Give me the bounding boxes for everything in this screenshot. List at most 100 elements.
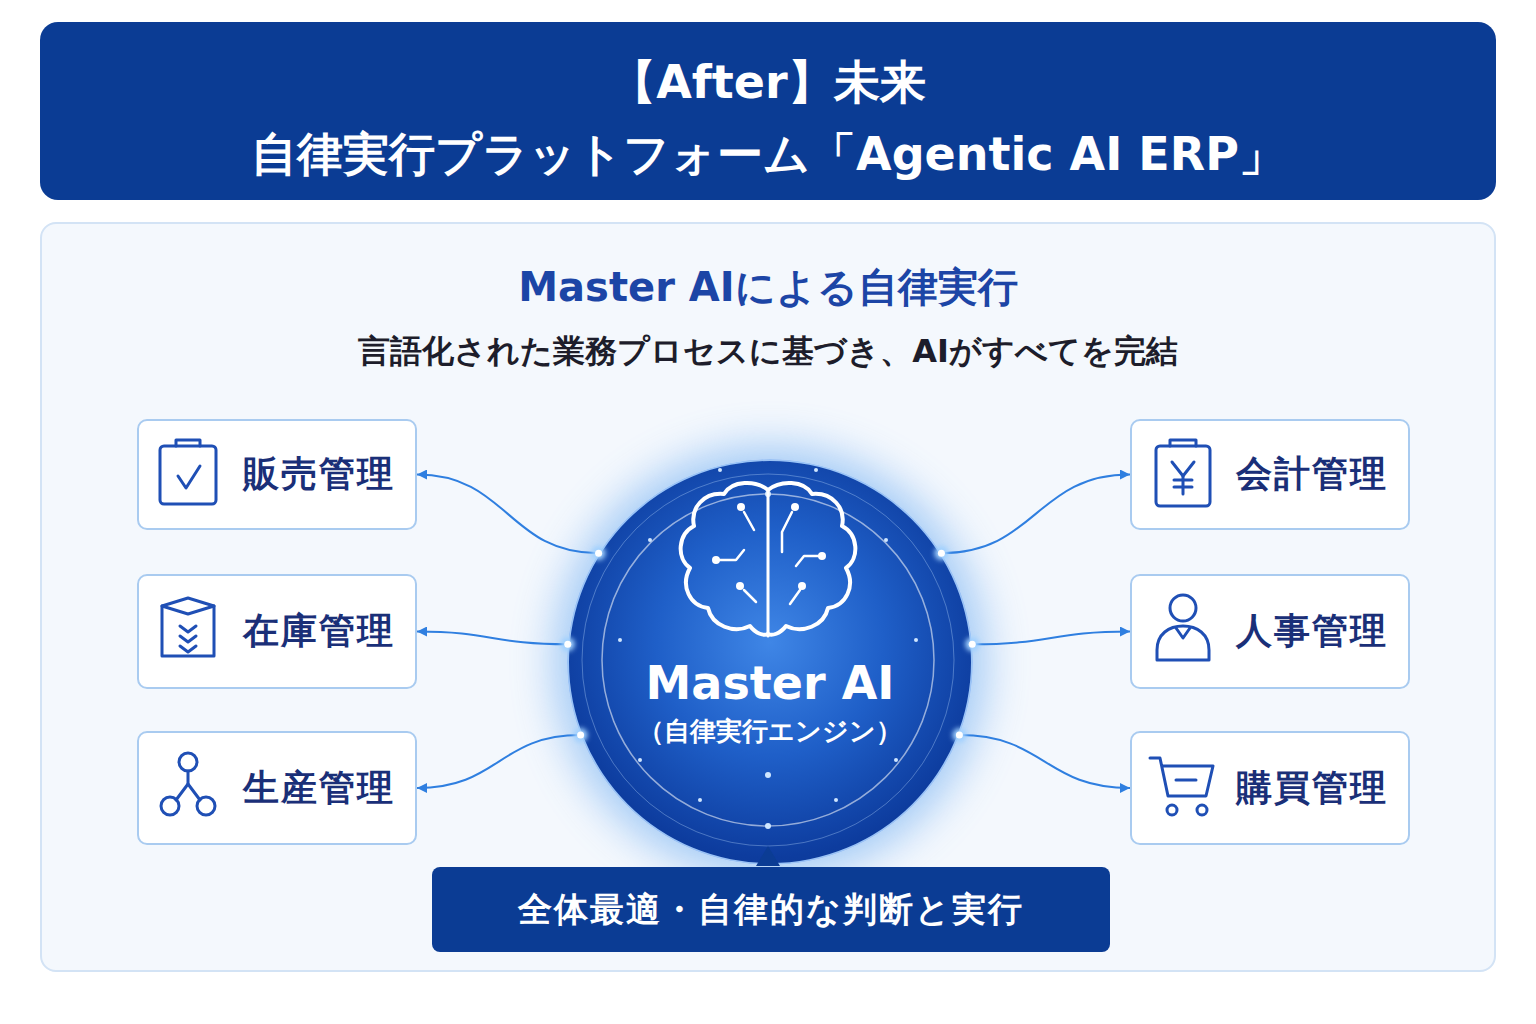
- inventory-icon-part: [162, 606, 214, 614]
- node-label: （自律実行エンジン）: [569, 713, 971, 749]
- sparkle-dots-part: [914, 638, 918, 642]
- production-icon-part: [187, 771, 190, 784]
- hr-icon-part: [1157, 626, 1209, 660]
- panel-heading: Master AIによる自律実行: [42, 260, 1494, 314]
- accounting-icon-part: [1174, 479, 1192, 482]
- sparkle-dots-part: [648, 538, 652, 542]
- sparkle-dots-part: [765, 491, 771, 497]
- production-icon-part: [176, 784, 200, 800]
- hr-icon-part: [1170, 595, 1196, 621]
- production-icon-part: [179, 753, 197, 771]
- node-label: 生産管理: [243, 764, 395, 813]
- node-label: 購買管理: [1236, 764, 1388, 813]
- module-box: 購買管理: [1130, 731, 1410, 845]
- module-box: 人事管理: [1130, 574, 1410, 689]
- accounting-icon-part: [1182, 476, 1185, 494]
- connector-arrow: [417, 735, 581, 788]
- title-box: 【After】未来 自律実行プラットフォーム「Agentic AI ERP」: [218, 46, 1318, 190]
- inventory-icon: [162, 598, 214, 656]
- connector-glow: [952, 728, 966, 742]
- brain-icon-part: [818, 552, 826, 560]
- connector-arrow: [417, 475, 599, 554]
- title-banner: 【After】未来 自律実行プラットフォーム「Agentic AI ERP」: [40, 22, 1496, 200]
- sparkle-dots-part: [765, 823, 771, 829]
- brain-icon: [681, 483, 856, 636]
- sparkle-dots-part: [618, 638, 622, 642]
- module-icons: [160, 440, 1213, 815]
- production-icon-part: [197, 797, 215, 815]
- purchase-icon-part: [1197, 805, 1207, 815]
- connector-dot: [956, 732, 963, 739]
- panel-subheading: 言語化された業務プロセスに基づき、AIがすべてを完結: [42, 328, 1494, 374]
- connector-glow: [965, 637, 979, 651]
- engine-circle: Master AI（自律実行エンジン）: [567, 459, 973, 865]
- connector-glow: [561, 637, 575, 651]
- core-ring-part: [602, 494, 934, 826]
- purchase-icon-part: [1150, 758, 1213, 796]
- core-ring-part: [582, 474, 954, 846]
- title-spacer: [940, 46, 1318, 118]
- accounting-icon-part: [1172, 462, 1194, 476]
- brain-icon-part: [796, 556, 820, 566]
- connector-dot: [969, 641, 976, 648]
- accounting-icon-part: [1174, 486, 1192, 489]
- callout-pointer: [756, 846, 780, 866]
- hr-icon-part: [1176, 628, 1190, 638]
- brain-icon-part: [782, 512, 792, 552]
- core-ring: [582, 474, 954, 846]
- connector-dot: [595, 550, 602, 557]
- brain-icon-part: [712, 556, 720, 564]
- brain-icon-part: [744, 512, 754, 530]
- brain-icon-part: [716, 550, 744, 560]
- sales-icon-part: [178, 466, 200, 488]
- sparkle-dots-part: [698, 798, 702, 802]
- node-label: 会計管理: [1236, 450, 1388, 499]
- inventory-icon-part: [180, 636, 196, 642]
- node-label: Master AI: [569, 653, 971, 713]
- node-label: 人事管理: [1236, 607, 1388, 656]
- sparkle-dots-part: [765, 772, 771, 778]
- connector-dot: [938, 550, 945, 557]
- connector-arrow: [941, 475, 1130, 554]
- production-icon-part: [161, 797, 179, 815]
- connector-glow: [934, 546, 948, 560]
- connector-dot: [564, 641, 571, 648]
- brain-icon-part: [737, 503, 745, 511]
- sparkle-dots-part: [884, 538, 888, 542]
- accounting-icon-part: [1156, 446, 1210, 506]
- sparkle-dots-part: [894, 758, 898, 762]
- module-box: 生産管理: [137, 731, 417, 845]
- sparkle-dots-part: [718, 468, 722, 472]
- purchase-icon-part: [1167, 805, 1177, 815]
- inventory-icon-part: [180, 626, 196, 632]
- sales-icon-part: [176, 440, 200, 446]
- connector-arrow: [959, 735, 1130, 788]
- purchase-icon: [1150, 758, 1213, 815]
- brain-icon-part: [798, 582, 806, 590]
- node-label: 販売管理: [243, 450, 395, 499]
- content-panel: Master AIによる自律実行言語化された業務プロセスに基づき、AIがすべてを…: [40, 222, 1496, 972]
- connector-dot: [577, 732, 584, 739]
- hr-icon: [1157, 595, 1209, 660]
- brain-icon-part: [736, 582, 744, 590]
- connector-arrow: [417, 632, 568, 645]
- sparkle-dots-part: [638, 758, 642, 762]
- brain-icon-part: [791, 503, 799, 511]
- connector-glow: [592, 546, 606, 560]
- brain-icon-part: [767, 490, 770, 636]
- connector-arrow: [972, 632, 1130, 645]
- sales-icon-part: [160, 446, 216, 504]
- purchase-icon-part: [1176, 779, 1196, 782]
- brain-icon-part: [790, 590, 800, 604]
- title-spacer: [218, 46, 596, 118]
- brain-icon-part: [744, 590, 756, 602]
- connector-glow: [574, 728, 588, 742]
- module-box: 在庫管理: [137, 574, 417, 689]
- module-box: 会計管理: [1130, 419, 1410, 530]
- accounting-icon-part: [1170, 440, 1196, 446]
- callout-box: 全体最適・自律的な判断と実行: [432, 867, 1110, 952]
- title-text: 【After】未来 自律実行プラットフォーム「Agentic AI ERP」: [251, 55, 1285, 181]
